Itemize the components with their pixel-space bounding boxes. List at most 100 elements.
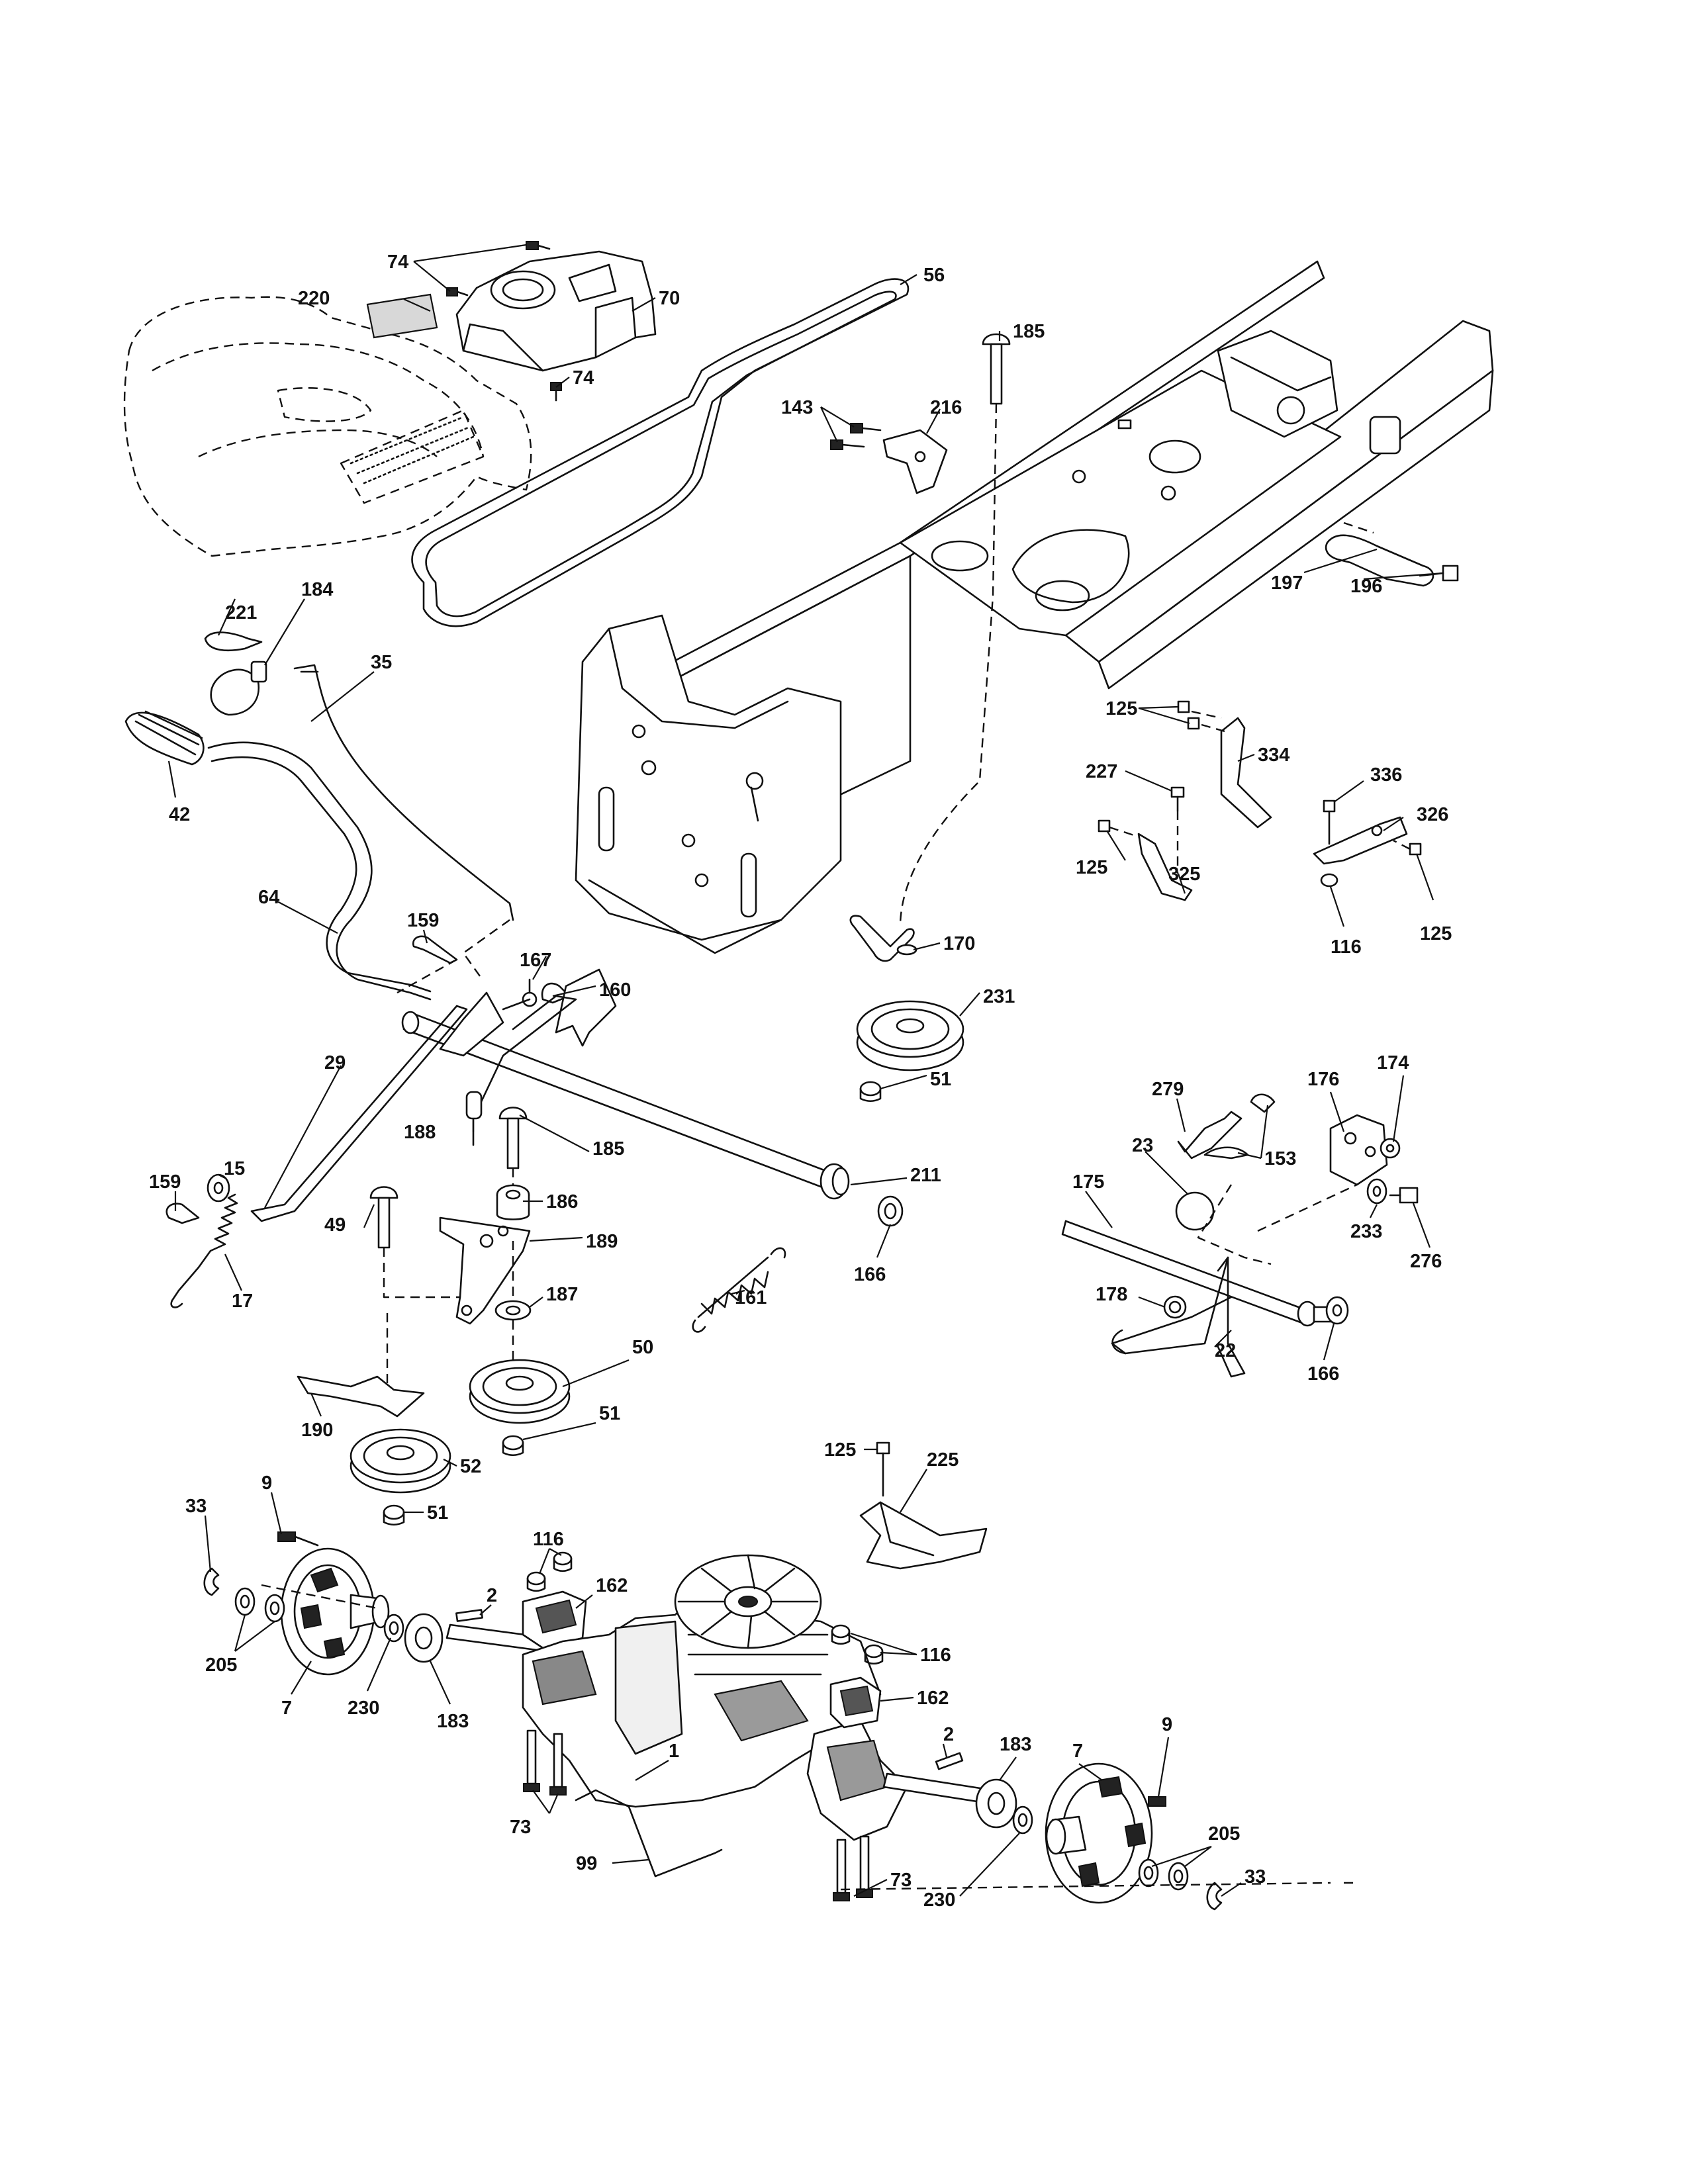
spacer-187 bbox=[494, 1300, 532, 1321]
washer-205-b2 bbox=[1168, 1862, 1189, 1891]
callout-185: 185 bbox=[1013, 321, 1045, 342]
callout-162: 162 bbox=[596, 1575, 628, 1596]
callout-279: 279 bbox=[1152, 1079, 1184, 1100]
screw-125-a1 bbox=[1177, 700, 1190, 713]
callout-227: 227 bbox=[1086, 761, 1117, 782]
screw-125-c bbox=[1409, 842, 1422, 856]
callout-197: 197 bbox=[1271, 572, 1303, 594]
callout-9: 9 bbox=[261, 1473, 272, 1494]
clip-33-b bbox=[1206, 1882, 1223, 1911]
cotter-159-b bbox=[165, 1203, 200, 1224]
screw-125-a2 bbox=[1187, 717, 1200, 730]
washer-166-a bbox=[877, 1195, 904, 1227]
screw-125-d bbox=[876, 1441, 890, 1497]
callout-159: 159 bbox=[407, 910, 439, 931]
callout-325: 325 bbox=[1168, 864, 1200, 885]
bushing-183-a bbox=[404, 1613, 444, 1663]
brake-guide bbox=[1197, 1183, 1358, 1265]
callout-52: 52 bbox=[460, 1456, 481, 1477]
bracket-176 bbox=[1329, 1114, 1388, 1186]
hub-7-left bbox=[280, 1547, 390, 1676]
bracket-334-guide bbox=[1191, 710, 1225, 733]
lever-22 bbox=[1111, 1256, 1246, 1378]
washer-15 bbox=[207, 1173, 230, 1203]
callout-211: 211 bbox=[910, 1165, 941, 1186]
bolt-276 bbox=[1389, 1187, 1419, 1204]
hub-7-right bbox=[1045, 1762, 1153, 1904]
nut-51-c bbox=[383, 1504, 405, 1526]
bushing-183-b bbox=[975, 1778, 1017, 1829]
callout-29: 29 bbox=[324, 1052, 346, 1073]
pulley-231 bbox=[856, 1000, 964, 1071]
rod-279 bbox=[1177, 1111, 1243, 1160]
callout-2: 2 bbox=[487, 1585, 497, 1606]
callout-336: 336 bbox=[1370, 764, 1402, 786]
callout-334: 334 bbox=[1258, 745, 1289, 766]
callout-143: 143 bbox=[781, 397, 813, 418]
rod-35 bbox=[293, 664, 514, 921]
bolt-73-left-a bbox=[523, 1729, 540, 1792]
callout-166: 166 bbox=[1307, 1363, 1339, 1385]
decal-220 bbox=[366, 293, 438, 339]
hitch-197-guide bbox=[1343, 522, 1374, 534]
spring-17 bbox=[170, 1193, 238, 1308]
rod-35-guide bbox=[397, 919, 510, 994]
callout-221: 221 bbox=[225, 602, 257, 623]
shaft-175 bbox=[1061, 1220, 1335, 1327]
washer-205-a1 bbox=[234, 1587, 256, 1616]
rod-end-188 bbox=[465, 1091, 483, 1120]
callout-116: 116 bbox=[533, 1529, 564, 1550]
nut-116-c2 bbox=[864, 1644, 884, 1665]
callout-33: 33 bbox=[1244, 1866, 1266, 1888]
callout-9: 9 bbox=[1162, 1714, 1172, 1735]
bolt-73-right-b bbox=[856, 1835, 873, 1898]
callout-178: 178 bbox=[1096, 1284, 1127, 1305]
callout-175: 175 bbox=[1072, 1171, 1104, 1193]
bracket-162-right bbox=[829, 1676, 882, 1729]
callout-174: 174 bbox=[1377, 1052, 1409, 1073]
spring-161 bbox=[697, 1256, 769, 1318]
spring-170 bbox=[849, 915, 915, 962]
callout-15: 15 bbox=[224, 1158, 245, 1179]
spring-170-end bbox=[896, 944, 917, 956]
screw-143-a bbox=[850, 423, 882, 433]
callout-220: 220 bbox=[298, 288, 330, 309]
seat-outline bbox=[123, 296, 532, 557]
belt-56 bbox=[411, 278, 910, 627]
callout-170: 170 bbox=[943, 933, 975, 954]
nut-116-b2 bbox=[553, 1551, 573, 1572]
washer-174 bbox=[1380, 1138, 1401, 1159]
axle-centerline bbox=[840, 1882, 1357, 1891]
callout-183: 183 bbox=[1000, 1734, 1031, 1755]
callout-116: 116 bbox=[1331, 936, 1362, 958]
washer-205-a2 bbox=[264, 1594, 285, 1623]
bracket-189 bbox=[439, 1216, 531, 1325]
callout-233: 233 bbox=[1350, 1221, 1382, 1242]
key-2-left bbox=[455, 1609, 483, 1622]
screw-9-left bbox=[277, 1531, 319, 1547]
nut-116-b1 bbox=[526, 1571, 546, 1592]
bolt-73-left-b bbox=[549, 1733, 567, 1796]
bolt-49 bbox=[369, 1186, 399, 1249]
guard-225 bbox=[859, 1501, 988, 1570]
callout-42: 42 bbox=[169, 804, 190, 825]
callout-153: 153 bbox=[1264, 1148, 1296, 1169]
callout-231: 231 bbox=[983, 986, 1015, 1007]
callout-162: 162 bbox=[917, 1688, 949, 1709]
bolt-49-guide bbox=[383, 1248, 471, 1318]
callout-116: 116 bbox=[920, 1645, 951, 1666]
cotter-159-a bbox=[412, 935, 458, 964]
cross-shaft bbox=[401, 968, 829, 1189]
screw-227 bbox=[1170, 786, 1185, 812]
bolt-185-top bbox=[982, 333, 1011, 405]
callout-185: 185 bbox=[592, 1138, 624, 1160]
washer-230-b bbox=[1012, 1805, 1033, 1835]
key-2-right bbox=[935, 1752, 964, 1770]
callout-161: 161 bbox=[735, 1287, 767, 1308]
spring-178 bbox=[1163, 1295, 1187, 1319]
rod-29 bbox=[250, 1005, 468, 1222]
bracket-216 bbox=[882, 429, 948, 494]
bolt-336 bbox=[1323, 799, 1336, 845]
knob-184 bbox=[210, 660, 267, 716]
